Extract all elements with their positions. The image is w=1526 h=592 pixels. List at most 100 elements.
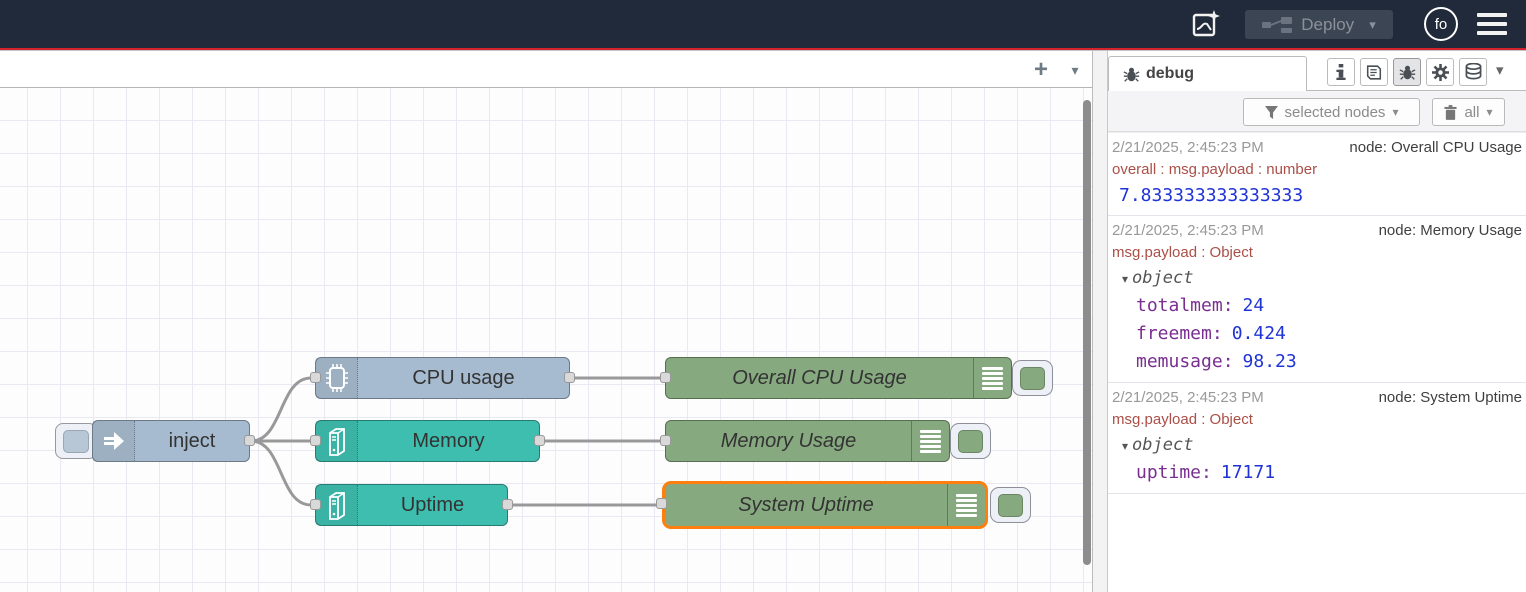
cpu-chip-icon bbox=[316, 358, 358, 398]
deploy-caret-icon[interactable]: ▾ bbox=[1369, 16, 1376, 32]
node-label: System Uptime bbox=[738, 493, 874, 516]
node-uptime[interactable]: Uptime bbox=[310, 484, 513, 526]
node-memory[interactable]: Memory bbox=[310, 420, 545, 462]
add-flow-button[interactable]: + bbox=[1033, 56, 1048, 83]
node-debug-system-uptime[interactable]: System Uptime bbox=[656, 481, 988, 529]
object-property: totalmem:24 bbox=[1112, 292, 1522, 320]
input-port[interactable] bbox=[660, 372, 671, 383]
wire-inject-cpu[interactable] bbox=[249, 376, 313, 443]
input-port[interactable] bbox=[310, 372, 321, 383]
inject-trigger-inner bbox=[63, 429, 89, 453]
message-timestamp: 2/21/2025, 2:45:23 PM bbox=[1112, 389, 1264, 406]
info-icon bbox=[1336, 64, 1346, 80]
node-label: CPU usage bbox=[412, 366, 515, 389]
debug-output-icon bbox=[947, 484, 985, 526]
canvas-vertical-scrollbar[interactable] bbox=[1083, 100, 1091, 565]
debug-toggle-state bbox=[998, 493, 1023, 517]
debug-message[interactable]: 2/21/2025, 2:45:23 PM node: Overall CPU … bbox=[1108, 133, 1526, 216]
flow-sparkle-icon bbox=[1192, 10, 1220, 37]
node-debug-memory-usage[interactable]: Memory Usage bbox=[660, 420, 950, 462]
node-label: Memory Usage bbox=[720, 429, 857, 452]
property-key: uptime: bbox=[1136, 462, 1212, 483]
input-port[interactable] bbox=[310, 499, 321, 510]
tab-debug[interactable]: debug bbox=[1108, 56, 1307, 91]
object-expander[interactable]: ▾object bbox=[1112, 432, 1522, 459]
output-port[interactable] bbox=[564, 372, 575, 383]
node-label: Overall CPU Usage bbox=[732, 366, 907, 389]
debug-message-list[interactable]: 2/21/2025, 2:45:23 PM node: Overall CPU … bbox=[1108, 132, 1526, 592]
flow-export-button[interactable] bbox=[1188, 6, 1224, 42]
message-property-path: overall : msg.payload : number bbox=[1112, 161, 1318, 178]
sidebar-resize-handle[interactable] bbox=[1093, 51, 1108, 592]
object-expander[interactable]: ▾object bbox=[1112, 265, 1522, 292]
output-port[interactable] bbox=[502, 499, 513, 510]
debug-filter-button[interactable]: selected nodes ▾ bbox=[1243, 98, 1420, 126]
debug-message[interactable]: 2/21/2025, 2:45:23 PM node: System Uptim… bbox=[1108, 383, 1526, 494]
deploy-label: Deploy bbox=[1301, 14, 1355, 34]
debug-output-icon bbox=[973, 358, 1011, 398]
debug-filter-label: selected nodes bbox=[1284, 103, 1386, 121]
output-port[interactable] bbox=[244, 435, 255, 446]
header-bar: Deploy ▾ fo bbox=[0, 0, 1526, 48]
debug-toggle-button[interactable] bbox=[950, 423, 991, 459]
clear-caret-icon: ▾ bbox=[1486, 105, 1493, 119]
trash-icon bbox=[1444, 104, 1458, 120]
node-label: inject bbox=[168, 429, 216, 452]
message-timestamp: 2/21/2025, 2:45:23 PM bbox=[1112, 222, 1264, 239]
tab-info-button[interactable] bbox=[1327, 58, 1355, 86]
header-accent-line bbox=[0, 48, 1526, 51]
expand-caret-icon[interactable]: ▾ bbox=[1122, 439, 1129, 453]
debug-message[interactable]: 2/21/2025, 2:45:23 PM node: Memory Usage… bbox=[1108, 216, 1526, 383]
message-node-name[interactable]: node: Overall CPU Usage bbox=[1349, 139, 1522, 156]
debug-clear-button[interactable]: all ▾ bbox=[1432, 98, 1505, 126]
property-value: 17171 bbox=[1220, 462, 1276, 483]
object-property: freemem:0.424 bbox=[1112, 320, 1522, 348]
node-debug-overall-cpu[interactable]: Overall CPU Usage bbox=[660, 357, 1012, 399]
tab-context-button[interactable] bbox=[1459, 58, 1487, 86]
input-port[interactable] bbox=[310, 435, 321, 446]
message-node-name[interactable]: node: Memory Usage bbox=[1378, 222, 1522, 239]
inject-trigger-button[interactable] bbox=[55, 423, 97, 459]
input-port[interactable] bbox=[660, 435, 671, 446]
debug-toolbar: selected nodes ▾ all ▾ bbox=[1108, 91, 1526, 132]
flow-canvas[interactable]: inject CPU usage bbox=[0, 88, 1092, 592]
message-node-name[interactable]: node: System Uptime bbox=[1378, 389, 1522, 406]
wires-layer bbox=[249, 376, 663, 507]
database-icon bbox=[1465, 63, 1481, 80]
property-value: 0.424 bbox=[1231, 323, 1286, 344]
output-port[interactable] bbox=[534, 435, 545, 446]
node-inject[interactable]: inject bbox=[92, 420, 255, 462]
debug-toggle-state bbox=[1020, 366, 1045, 390]
sidebar-tabs-caret-icon[interactable]: ▾ bbox=[1496, 62, 1504, 79]
expand-caret-icon[interactable]: ▾ bbox=[1122, 272, 1129, 286]
hamburger-icon bbox=[1477, 13, 1507, 17]
object-type-label: object bbox=[1132, 268, 1194, 288]
wire-inject-uptime[interactable] bbox=[249, 439, 313, 507]
deploy-icon bbox=[1262, 16, 1293, 33]
node-label: Memory bbox=[412, 429, 485, 452]
property-key: memusage: bbox=[1136, 351, 1234, 372]
deploy-button[interactable]: Deploy ▾ bbox=[1245, 10, 1393, 39]
user-avatar[interactable]: fo bbox=[1424, 7, 1458, 41]
flow-list-caret-icon[interactable]: ▾ bbox=[1071, 61, 1079, 78]
node-cpu-usage[interactable]: CPU usage bbox=[310, 357, 575, 399]
avatar-initials: fo bbox=[1434, 15, 1448, 33]
message-timestamp: 2/21/2025, 2:45:23 PM bbox=[1112, 139, 1264, 156]
debug-clear-label: all bbox=[1464, 103, 1480, 121]
input-port[interactable] bbox=[656, 498, 667, 509]
main-menu-button[interactable] bbox=[1477, 13, 1507, 35]
debug-output-icon bbox=[911, 421, 949, 461]
tab-debug-icon-button[interactable] bbox=[1393, 58, 1421, 86]
message-property-path: msg.payload : Object bbox=[1112, 411, 1253, 428]
debug-toggle-button[interactable] bbox=[990, 487, 1031, 523]
gear-icon bbox=[1431, 63, 1449, 81]
tab-config-button[interactable] bbox=[1426, 58, 1454, 86]
object-property: uptime: 17171 bbox=[1112, 459, 1522, 487]
debug-toggle-button[interactable] bbox=[1012, 360, 1053, 396]
property-value: 24 bbox=[1242, 295, 1265, 316]
filter-caret-icon: ▾ bbox=[1392, 105, 1399, 119]
object-type-label: object bbox=[1132, 435, 1194, 455]
tab-help-button[interactable] bbox=[1360, 58, 1388, 86]
book-icon bbox=[1366, 64, 1382, 80]
inject-arrow-icon bbox=[93, 421, 135, 461]
